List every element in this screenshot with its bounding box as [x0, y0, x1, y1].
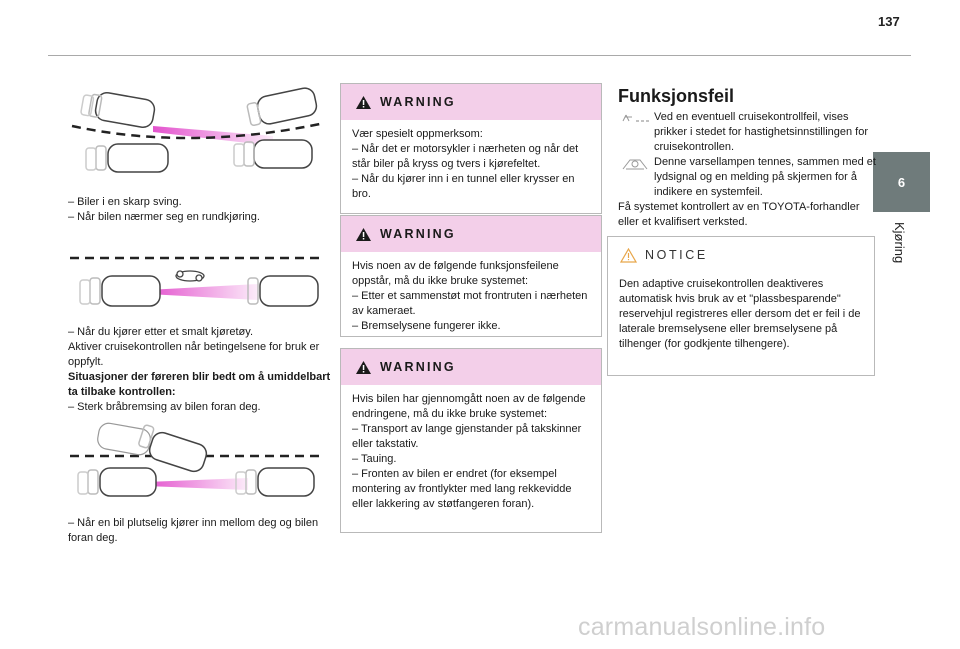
motorcycle-icon: [175, 270, 205, 282]
car-icon: [80, 92, 156, 128]
radar-beam: [153, 126, 273, 146]
header-rule: [48, 55, 911, 56]
car-icon: [233, 139, 313, 169]
warning-lamp-icon: [622, 159, 648, 170]
radar-beam: [148, 284, 258, 300]
list-item: – Når du kjører etter et smalt kjøretøy.: [68, 326, 254, 338]
list-item: – Når det er motorsykler i nærheten og n…: [352, 143, 579, 170]
car-icon: [79, 275, 161, 307]
warning-triangle-icon: [356, 360, 371, 374]
list-item: – Bremselysene fungerer ikke.: [352, 320, 501, 332]
warning-box: WARNING Hvis noen av de følgende funksjo…: [340, 215, 602, 337]
warning-box: WARNING Hvis bilen har gjennomgått noen …: [340, 348, 602, 533]
notice-triangle-icon: [620, 247, 637, 263]
warning-header: WARNING: [341, 216, 601, 252]
warning-title: WARNING: [380, 95, 456, 109]
fault-text: Denne varsellampen tennes, sammen med et…: [654, 156, 876, 198]
notice-header: NOTICE: [608, 237, 874, 273]
list-item: – Når du kjører inn i en tunnel eller kr…: [352, 173, 575, 200]
fault-item: Ved en eventuell cruisekontrollfeil, vis…: [618, 110, 876, 155]
warning-triangle-icon: [356, 95, 371, 109]
paragraph: Aktiver cruisekontrollen når betingelsen…: [68, 341, 320, 368]
list-item: – Tauing.: [352, 453, 397, 465]
page-number: 137: [878, 14, 900, 29]
car-icon: [246, 87, 318, 127]
paragraph: Vær spesielt oppmerksom:: [352, 128, 483, 140]
chapter-tab[interactable]: 6: [873, 152, 930, 212]
list-item: – Etter et sammenstøt mot frontruten i n…: [352, 290, 588, 317]
warning-header: WARNING: [341, 349, 601, 385]
situations-heading: Situasjoner der føreren blir bedt om å u…: [68, 371, 331, 398]
narrow-vehicle-text: – Når du kjører etter et smalt kjøretøy.…: [68, 325, 333, 415]
illustration-cut-in: [68, 420, 330, 502]
paragraph: Hvis noen av de følgende funksjonsfeilen…: [352, 260, 559, 287]
fault-text: Få systemet kontrollert av en TOYOTA-for…: [618, 201, 860, 228]
list-item: – Transport av lange gjenstander på taks…: [352, 423, 582, 450]
curve-situations: – Biler i en skarp sving. – Når bilen næ…: [68, 195, 330, 225]
section-title: Funksjonsfeil: [618, 86, 735, 106]
illustration-narrow-vehicle: [68, 254, 330, 312]
faults-section: Ved en eventuell cruisekontrollfeil, vis…: [618, 110, 876, 230]
list-item: – Når bilen nærmer seg en rundkjøring.: [68, 211, 260, 223]
radar-beam: [146, 478, 248, 490]
car-icon: [247, 275, 319, 307]
list-item: – Når en bil plutselig kjører inn mellom…: [68, 517, 319, 544]
notice-title: NOTICE: [645, 248, 708, 262]
list-item: – Fronten av bilen er endret (for eksemp…: [352, 468, 572, 510]
cruise-speed-dashes-icon: [622, 114, 649, 122]
warning-header: WARNING: [341, 84, 601, 120]
car-icon: [77, 467, 157, 497]
paragraph: Hvis bilen har gjennomgått noen av de fø…: [352, 393, 586, 420]
warning-title: WARNING: [380, 360, 456, 374]
chapter-label: Kjøring: [892, 222, 907, 264]
list-item: – Biler i en skarp sving.: [68, 196, 182, 208]
watermark: carmanualsonline.info: [578, 613, 826, 641]
car-icon: [138, 424, 208, 473]
list-item: – Sterk bråbremsing av bilen foran deg.: [68, 401, 261, 413]
notice-text: Den adaptive cruisekontrollen deaktivere…: [619, 278, 861, 350]
car-icon: [235, 467, 315, 497]
illustration-sharp-curve: [68, 86, 330, 181]
cut-in-text: – Når en bil plutselig kjører inn mellom…: [68, 516, 330, 546]
warning-box: WARNING Vær spesielt oppmerksom: – Når d…: [340, 83, 602, 214]
car-icon: [85, 143, 169, 173]
notice-box: NOTICE Den adaptive cruisekontrollen dea…: [607, 236, 875, 376]
warning-title: WARNING: [380, 227, 456, 241]
fault-item: Denne varsellampen tennes, sammen med et…: [618, 155, 876, 200]
warning-triangle-icon: [356, 227, 371, 241]
fault-text: Ved en eventuell cruisekontrollfeil, vis…: [654, 111, 868, 153]
